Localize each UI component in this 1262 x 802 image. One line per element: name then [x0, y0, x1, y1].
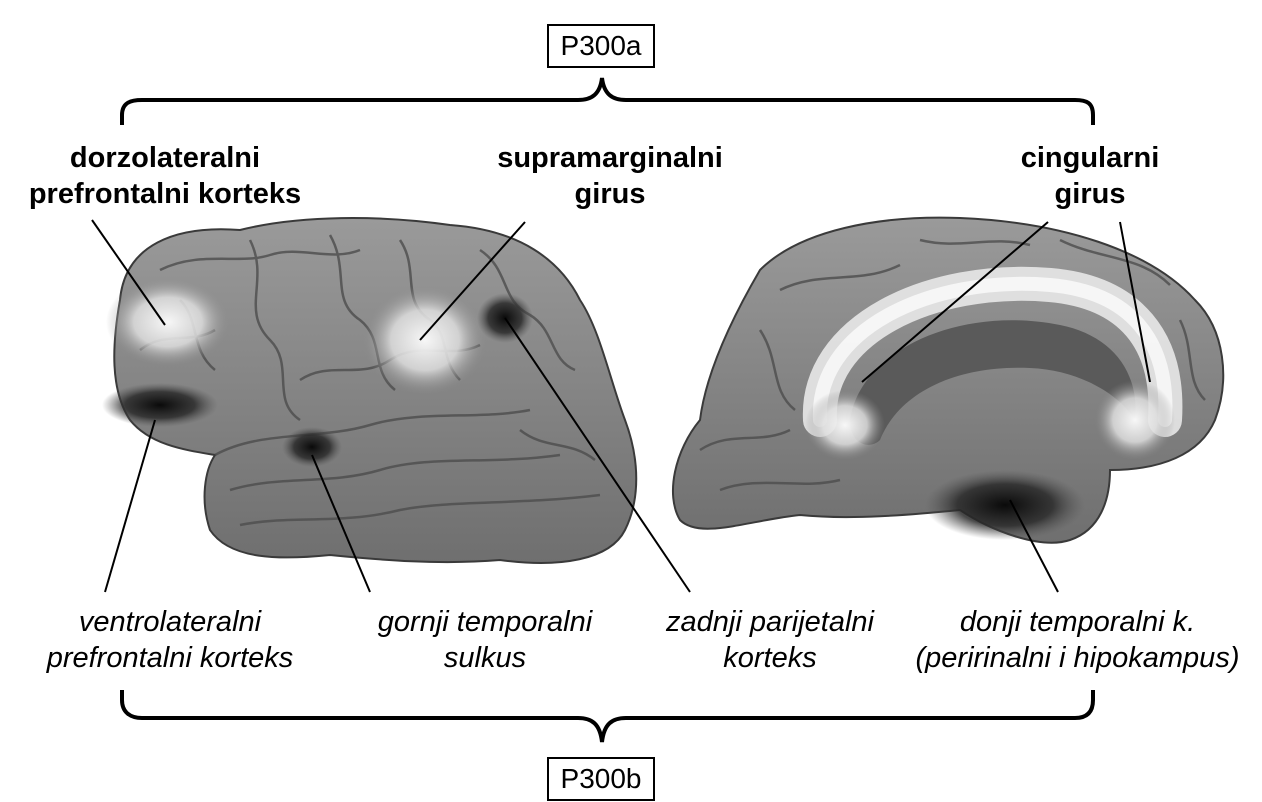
smg-label-line2: girus [450, 176, 770, 212]
bottom-brace [122, 690, 1093, 742]
vlpfc-label: ventrolateralni prefrontalni korteks [10, 604, 330, 676]
smg-label-line1: supramarginalni [450, 140, 770, 176]
vlpfc-leader [105, 420, 155, 592]
lateral-brain [102, 218, 636, 563]
ppc-label-line2: korteks [630, 640, 910, 676]
vlpfc-label-line1: ventrolateralni [10, 604, 330, 640]
itc-label: donji temporalni k. (peririnalni i hipok… [895, 604, 1260, 676]
sts-activation [282, 427, 342, 467]
vlpfc-label-line2: prefrontalni korteks [10, 640, 330, 676]
dlpfc-label: dorzolateralni prefrontalni korteks [0, 140, 330, 212]
smg-label: supramarginalni girus [450, 140, 770, 212]
sts-label-line1: gornji temporalni [340, 604, 630, 640]
cingulate-label-line1: cingularni [960, 140, 1220, 176]
p300a-box: P300a [547, 24, 655, 68]
medial-brain [673, 218, 1223, 543]
p300b-box: P300b [547, 757, 655, 801]
dlpfc-label-line1: dorzolateralni [0, 140, 330, 176]
sts-label: gornji temporalni sulkus [340, 604, 630, 676]
itc-label-line2: (peririnalni i hipokampus) [895, 640, 1260, 676]
itc-activation [925, 470, 1085, 540]
ppc-label: zadnji parijetalni korteks [630, 604, 910, 676]
top-brace [122, 78, 1093, 125]
dlpfc-activation [106, 277, 230, 367]
vlpfc-activation [102, 383, 218, 427]
cingulate-label-line2: girus [960, 176, 1220, 212]
sts-label-line2: sulkus [340, 640, 630, 676]
cingulate-label: cingularni girus [960, 140, 1220, 212]
smg-activation [363, 285, 487, 395]
itc-label-line1: donji temporalni k. [895, 604, 1260, 640]
ppc-label-line1: zadnji parijetalni [630, 604, 910, 640]
dlpfc-label-line2: prefrontalni korteks [0, 176, 330, 212]
